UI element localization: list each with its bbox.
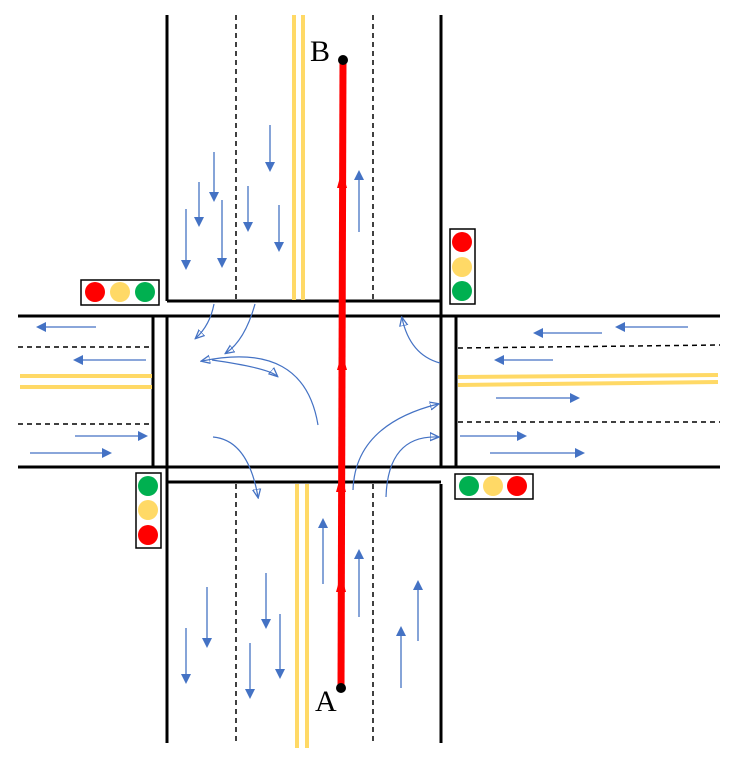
light-green (138, 476, 158, 496)
stop-lines (151, 299, 458, 484)
turn-path (226, 303, 256, 353)
turning-paths (196, 303, 441, 498)
turn-path (352, 404, 438, 491)
point-b-marker (338, 55, 348, 65)
light-yellow (110, 282, 130, 302)
light-yellow (138, 500, 158, 520)
traffic-light-north (80, 279, 160, 306)
east-lane-divider-top (457, 344, 721, 349)
route-arrow (336, 474, 346, 492)
center-lines (20, 15, 719, 748)
east-center-line-a (457, 373, 719, 379)
route-arrow (337, 352, 347, 370)
turn-path (385, 437, 438, 498)
turn-path (212, 436, 258, 497)
traffic-light-east (449, 228, 476, 305)
lane-dividers (18, 15, 721, 743)
east-center-line-b (457, 380, 719, 387)
turn-path (202, 357, 319, 426)
traffic-light-south (454, 473, 534, 500)
light-green (459, 476, 479, 496)
route-a-to-b: A B (310, 35, 348, 718)
turn-path (196, 303, 215, 338)
point-a-label: A (315, 685, 337, 718)
point-b-label: B (310, 35, 330, 68)
turn-path (402, 318, 441, 364)
route-line (337, 59, 347, 689)
light-yellow (483, 476, 503, 496)
light-green (135, 282, 155, 302)
vehicle-flow-arrows (30, 125, 688, 699)
light-yellow (452, 257, 472, 277)
light-red (452, 232, 472, 252)
turn-path (211, 359, 277, 376)
light-red (138, 525, 158, 545)
traffic-light-west (135, 472, 162, 549)
point-a-marker (336, 683, 346, 693)
road-edges (18, 15, 720, 743)
route-arrow (337, 170, 347, 188)
route-arrow (336, 574, 346, 592)
light-red (507, 476, 527, 496)
light-red (85, 282, 105, 302)
light-green (452, 281, 472, 301)
